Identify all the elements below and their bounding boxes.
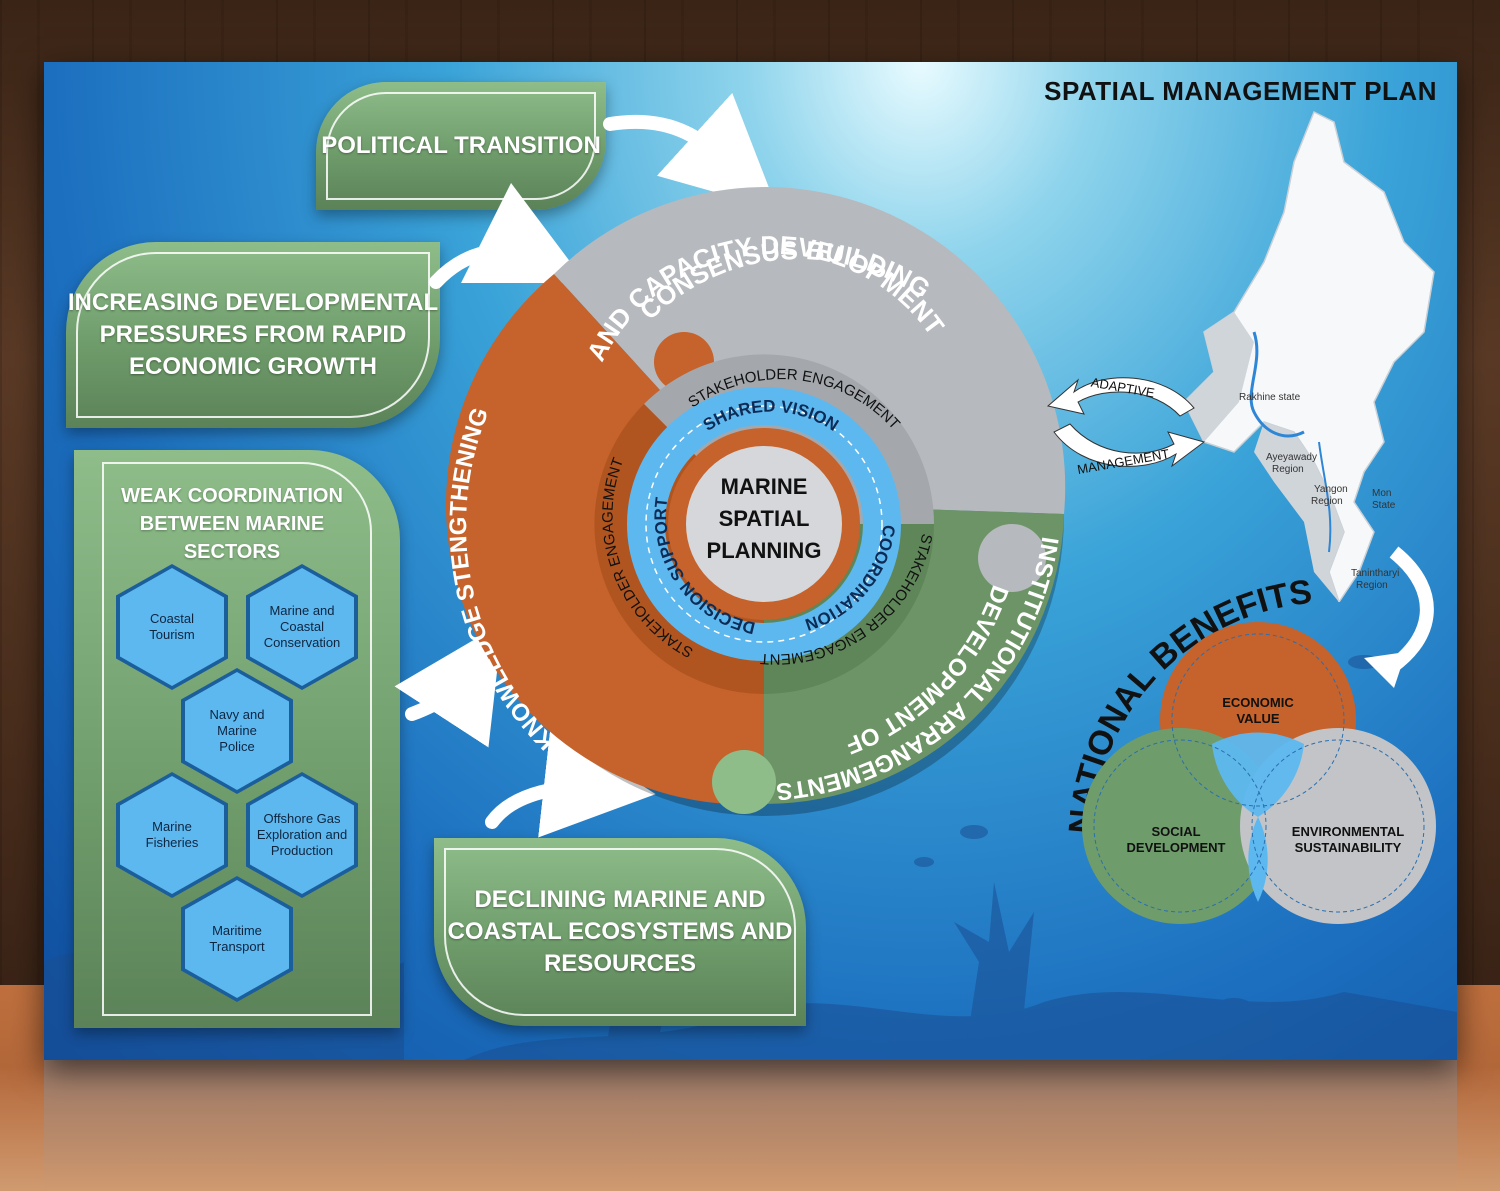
economic-line-2: VALUE xyxy=(1236,711,1279,726)
msp-cycle-diagram: MARINE SPATIAL PLANNING CONSENSUS BUILDI… xyxy=(445,187,1066,816)
declining-line-1: DECLINING MARINE AND xyxy=(474,886,766,913)
national-benefits-venn: NATIONAL BENEFITS ECONOMIC VALUE SOCIAL … xyxy=(1062,573,1436,924)
map-to-benefits-arrow xyxy=(1364,546,1434,688)
pressure-line-1: INCREASING DEVELOPMENTAL xyxy=(67,289,439,316)
declining-line-3: RESOURCES xyxy=(543,950,696,977)
driver-weak-coordination: WEAK COORDINATION BETWEEN MARINE SECTORS… xyxy=(74,450,400,1028)
knob-green xyxy=(712,750,776,814)
adaptive-management-arrows: ADAPTIVE MANAGEMENT xyxy=(1046,375,1206,477)
center-line-2: SPATIAL xyxy=(719,506,810,531)
pressure-line-2: PRESSURES FROM RAPID xyxy=(99,321,407,348)
weak-title-line-2: BETWEEN MARINE xyxy=(139,513,325,535)
region-ayeyawady-2: Region xyxy=(1272,464,1304,475)
region-tanintharyi-1: Tanintharyi xyxy=(1351,568,1399,579)
economic-line-1: ECONOMIC xyxy=(1222,695,1294,710)
declining-line-2: COASTAL ECOSYSTEMS AND xyxy=(447,918,793,945)
management-arrow xyxy=(1053,423,1206,468)
weak-title-line-3: SECTORS xyxy=(183,541,281,563)
region-mon-1: Mon xyxy=(1372,488,1391,499)
region-rakhine: Rakhine state xyxy=(1239,392,1301,403)
region-ayeyawady-1: Ayeyawady xyxy=(1266,452,1317,463)
segment-consensus-grey xyxy=(554,187,1066,515)
pressure-line-3: ECONOMIC GROWTH xyxy=(129,353,377,380)
driver-developmental-pressures: INCREASING DEVELOPMENTAL PRESSURES FROM … xyxy=(66,242,440,428)
region-yangon-1: Yangon xyxy=(1314,484,1348,495)
poster: SPATIAL MANAGEMENT PLAN POLITICAL TRANSI… xyxy=(44,62,1457,1060)
driver-declining-ecosystems: DECLINING MARINE AND COASTAL ECOSYSTEMS … xyxy=(434,838,806,1026)
poster-reflection xyxy=(44,1060,1457,1191)
myanmar-map: Rakhine state Ayeyawady Region Yangon Re… xyxy=(1183,110,1435,602)
weak-coordination-title: WEAK COORDINATION BETWEEN MARINE SECTORS xyxy=(114,482,350,566)
environmental-line-2: SUSTAINABILITY xyxy=(1295,840,1402,855)
region-mon-2: State xyxy=(1372,500,1396,511)
weak-title-line-1: WEAK COORDINATION xyxy=(121,485,343,507)
center-line-3: PLANNING xyxy=(707,538,822,563)
driver-political-text: POLITICAL TRANSITION xyxy=(321,132,601,159)
region-tanintharyi-2: Region xyxy=(1356,580,1388,591)
center-line-1: MARINE xyxy=(721,474,808,499)
environmental-line-1: ENVIRONMENTAL xyxy=(1292,824,1404,839)
region-yangon-2: Region xyxy=(1311,496,1343,507)
social-line-2: DEVELOPMENT xyxy=(1127,840,1226,855)
social-line-1: SOCIAL xyxy=(1151,824,1200,839)
adaptive-arrow xyxy=(1046,377,1195,417)
knob-grey xyxy=(978,524,1046,592)
poster-title: SPATIAL MANAGEMENT PLAN xyxy=(1044,76,1437,106)
